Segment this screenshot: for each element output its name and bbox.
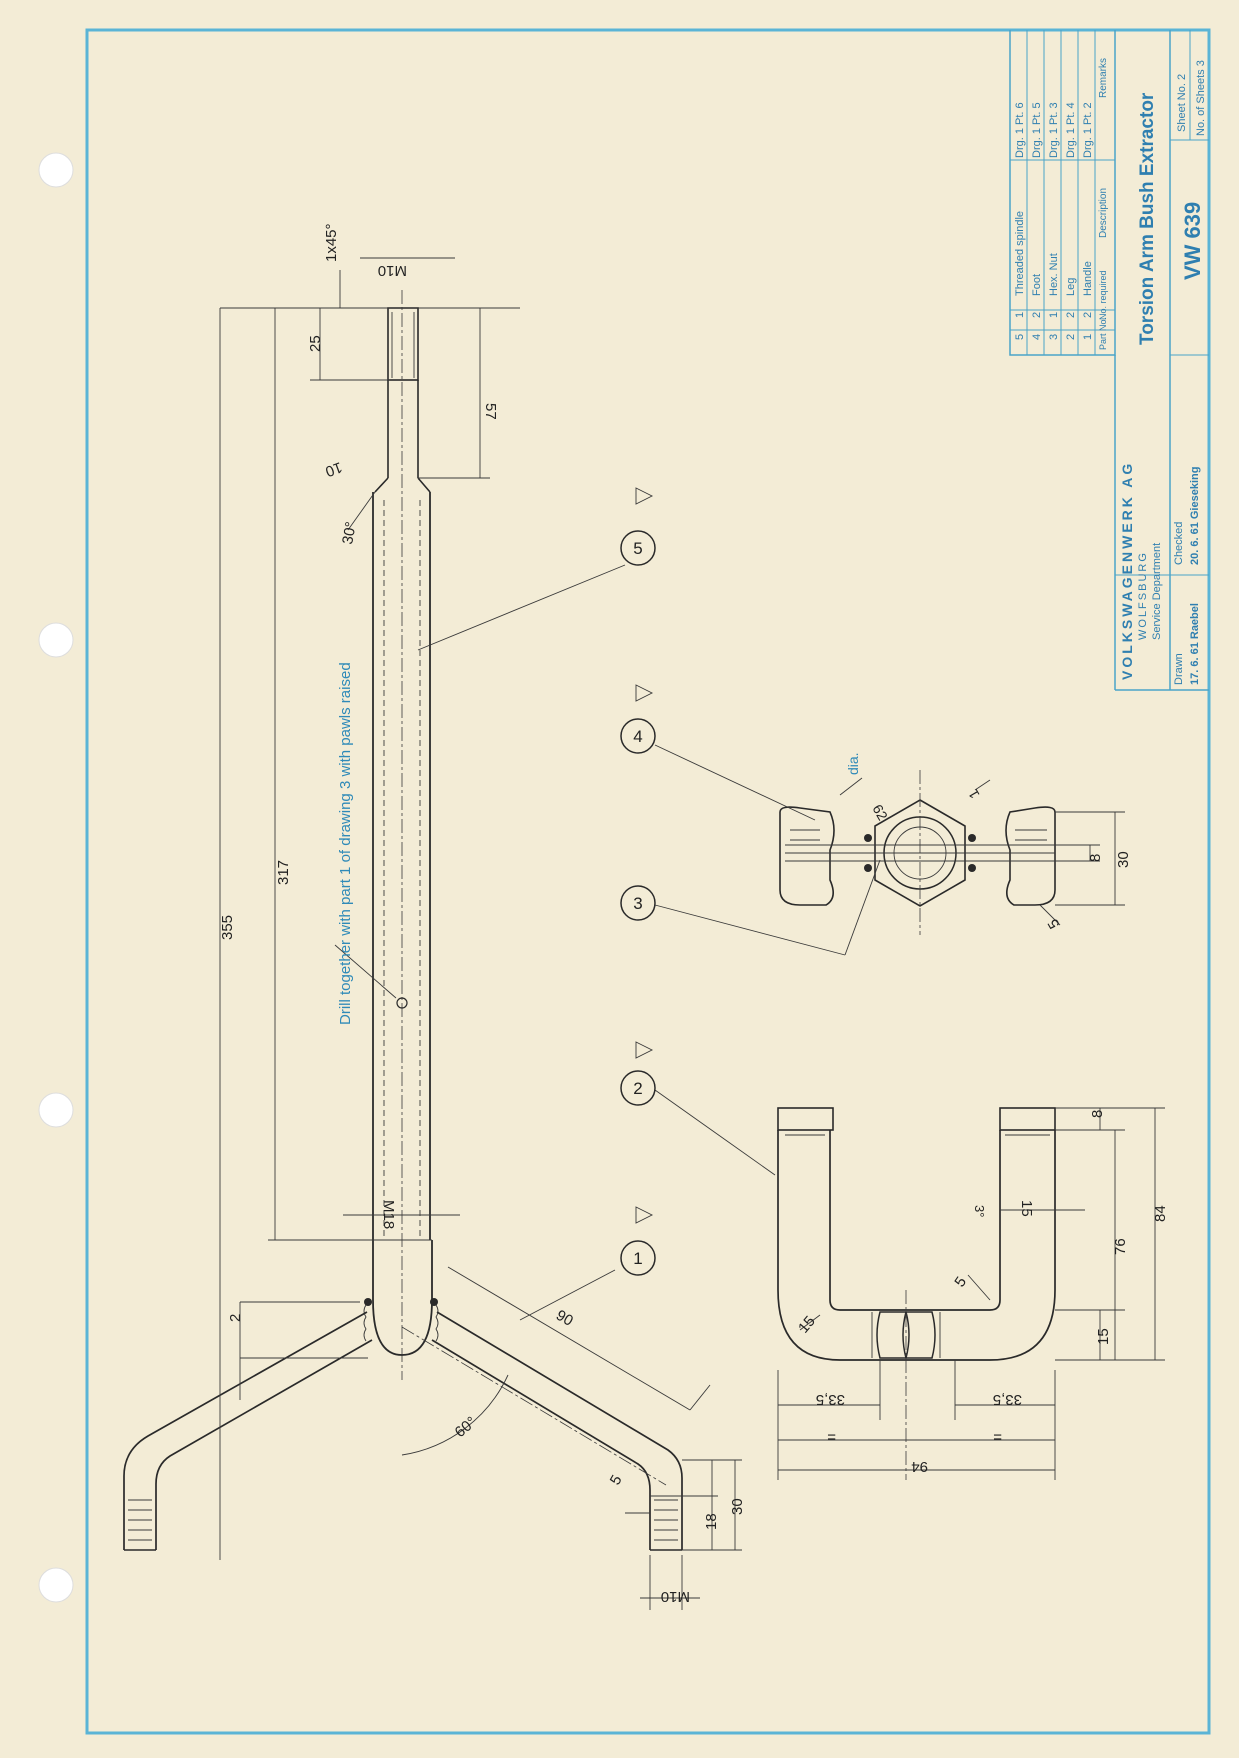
part-4-qty: 2 — [1031, 312, 1043, 318]
part-5-description: Threaded spindle — [1014, 211, 1026, 296]
drawing-title: Torsion Arm Bush Extractor — [1137, 92, 1158, 345]
dim-30-leg: 30 — [729, 1498, 746, 1515]
drawn-value: 17. 6. 61 Raebel — [1189, 603, 1201, 685]
part-4-no: 4 — [1031, 334, 1043, 340]
header-description: Description — [1098, 188, 1109, 238]
part-2-description: Leg — [1065, 278, 1077, 296]
dim-eq-left: = — [827, 1428, 836, 1445]
part-1-qty: 2 — [1082, 312, 1094, 318]
dim-m18: M18 — [380, 1200, 397, 1229]
number-of-sheets: No. of Sheets 3 — [1195, 60, 1207, 136]
part-3-qty: 1 — [1048, 312, 1060, 318]
dim-90: 90 — [553, 1307, 576, 1330]
drawn-label: Drawn — [1173, 653, 1185, 685]
dim-76: 76 — [1112, 1238, 1129, 1255]
dim-10: 10 — [323, 458, 344, 480]
company-city: WOLFSBURG — [1137, 551, 1149, 640]
dim-15-corner: 15 — [795, 1313, 819, 1337]
dim-33-5-right: 33,5 — [993, 1391, 1022, 1408]
part-4-description: Foot — [1031, 274, 1043, 296]
part-3-remarks: Drg. 1 Pt. 3 — [1048, 102, 1060, 158]
header-part-no: Part No. — [1098, 317, 1108, 350]
dim-25: 25 — [307, 335, 324, 352]
title-block: 5 1 Threaded spindle Drg. 1 Pt. 6 4 2 Fo… — [1009, 30, 1209, 691]
sheet-number: Sheet No. 2 — [1176, 74, 1188, 132]
dim-57: 57 — [482, 403, 499, 420]
part-3-description: Hex. Nut — [1048, 253, 1060, 296]
svg-text:3: 3 — [633, 894, 642, 913]
callout-1: 1 — [620, 1206, 656, 1276]
dim-m10-leg: M10 — [661, 1588, 690, 1605]
dim-8-foot: 8 — [1087, 854, 1104, 862]
callout-4: 4 — [620, 684, 656, 754]
part-5-no: 5 — [1014, 334, 1026, 340]
dim-1: 1 — [965, 787, 983, 802]
part-2-qty: 2 — [1065, 312, 1077, 318]
dim-5-leg: 5 — [607, 1472, 626, 1488]
company-department: Service Department — [1151, 543, 1163, 640]
dim-62: 62 — [869, 802, 891, 824]
dim-3deg: 3° — [972, 1205, 987, 1217]
part-2-no: 2 — [1065, 334, 1077, 340]
dim-dia: dia. — [845, 752, 861, 775]
dim-30deg: 30° — [339, 520, 360, 545]
callouts: 5 4 3 2 1 — [417, 487, 881, 1321]
u-leg-drawing — [777, 1107, 1165, 1480]
callout-5: 5 — [620, 487, 656, 566]
svg-text:5: 5 — [633, 539, 642, 558]
part-4-remarks: Drg. 1 Pt. 5 — [1031, 102, 1043, 158]
dim-15-base: 15 — [1095, 1328, 1112, 1345]
dim-15-u: 15 — [1018, 1200, 1035, 1217]
checked-label: Checked — [1173, 522, 1185, 565]
callout-2: 2 — [620, 1041, 656, 1106]
sheet-border — [85, 28, 1211, 1735]
dim-18: 18 — [703, 1513, 720, 1530]
dim-m10-top: M10 — [378, 262, 407, 279]
dim-94: 94 — [911, 1458, 928, 1475]
dim-1x45: 1x45° — [323, 223, 340, 262]
drawing-number: VW 639 — [1180, 202, 1205, 280]
drill-note: Drill together with part 1 of drawing 3 … — [337, 662, 354, 1025]
dim-317: 317 — [275, 860, 292, 885]
dim-eq-right: = — [993, 1428, 1002, 1445]
dim-30-foot: 30 — [1115, 851, 1132, 868]
dim-5-u: 5 — [951, 1274, 970, 1291]
dim-2: 2 — [227, 1314, 244, 1322]
dim-8-u: 8 — [1089, 1110, 1106, 1118]
checked-value: 20. 6. 61 Gieseking — [1189, 467, 1201, 565]
header-remarks: Remarks — [1098, 58, 1109, 98]
svg-text:1: 1 — [633, 1249, 642, 1268]
dim-84: 84 — [1152, 1205, 1169, 1222]
foot-nut-drawing — [779, 770, 1125, 935]
spindle-drawing — [123, 257, 742, 1610]
part-5-qty: 1 — [1014, 312, 1026, 318]
part-1-remarks: Drg. 1 Pt. 2 — [1082, 102, 1094, 158]
svg-text:2: 2 — [633, 1079, 642, 1098]
part-2-remarks: Drg. 1 Pt. 4 — [1065, 102, 1077, 158]
part-5-remarks: Drg. 1 Pt. 6 — [1014, 102, 1026, 158]
part-1-description: Handle — [1082, 261, 1094, 296]
dim-60deg: 60° — [452, 1413, 480, 1441]
callout-3: 3 — [620, 885, 656, 921]
svg-text:4: 4 — [633, 727, 642, 746]
punch-holes — [38, 152, 74, 1603]
dim-33-5-left: 33,5 — [816, 1391, 845, 1408]
header-no-required: No. required — [1098, 270, 1108, 320]
part-3-no: 3 — [1048, 334, 1060, 340]
dim-5-foot: 5 — [1045, 916, 1064, 932]
company-name: VOLKSWAGENWERK AG — [1119, 461, 1135, 680]
dim-355: 355 — [219, 915, 236, 940]
part-1-no: 1 — [1082, 334, 1094, 340]
